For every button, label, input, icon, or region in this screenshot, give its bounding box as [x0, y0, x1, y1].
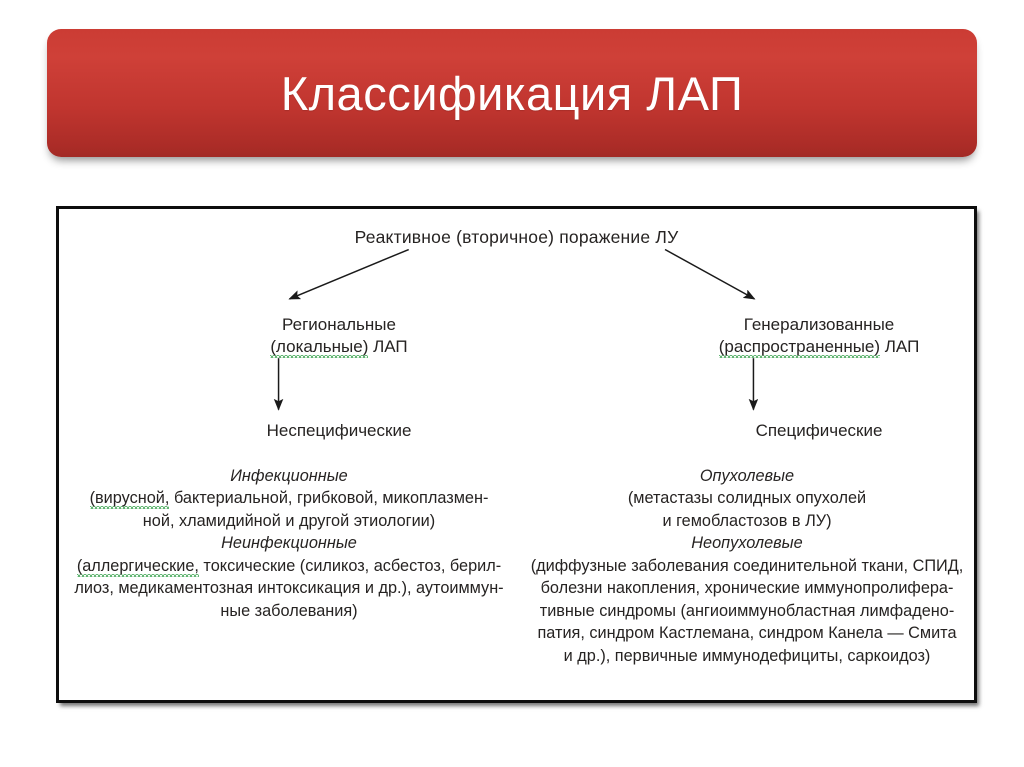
- group-heading-nontumor: Неопухолевые: [691, 534, 803, 553]
- group-line: ной, хламидийной и другой этиологии): [142, 511, 436, 530]
- node-generalized-line2: (распространенные) ЛАП: [669, 336, 969, 358]
- misspelled-word-virusnoy: (вирусной,: [89, 489, 170, 508]
- node-generalized-line2-rest: ЛАП: [880, 337, 920, 357]
- node-regional-lap: Региональные (локальные) ЛАП: [209, 314, 469, 358]
- group-line-text: бактериальной, грибковой, микоплазмен-: [169, 489, 489, 508]
- page-title: Классификация ЛАП: [280, 66, 744, 120]
- node-regional-line2-rest: ЛАП: [368, 337, 408, 357]
- group-line: патия, синдром Кастлемана, синдром Канел…: [537, 624, 957, 643]
- node-specific: Специфические: [669, 420, 969, 442]
- slide-title-banner: Классификация ЛАП: [47, 29, 977, 157]
- group-line: ные заболевания): [220, 601, 358, 620]
- node-nonspecific: Неспецифические: [209, 420, 469, 442]
- node-regional-line2: (локальные) ЛАП: [209, 336, 469, 358]
- detail-block-specific: Опухолевые (метастазы солидных опухолей …: [517, 465, 977, 667]
- misspelled-word-lokalnye: (локальные): [270, 337, 369, 357]
- group-line: лиоз, медикаментозная интоксикация и др.…: [74, 579, 504, 598]
- group-line: и др.), первичные иммунодефициты, саркои…: [563, 646, 931, 665]
- misspelled-word-rasprostranennye: (распространенные): [718, 337, 881, 357]
- classification-diagram: Реактивное (вторичное) поражение ЛУ Реги…: [56, 206, 977, 703]
- arrow-root-to-left: [288, 248, 409, 300]
- node-specific-label: Специфические: [755, 421, 883, 440]
- node-generalized-line1: Генерализованные: [743, 315, 895, 334]
- group-line: (диффузные заболевания соединительной тк…: [530, 556, 964, 575]
- node-root-label: Реактивное (вторичное) поражение ЛУ: [354, 227, 679, 247]
- group-heading-noninfectious: Неинфекционные: [221, 534, 357, 553]
- detail-block-nonspecific: Инфекционные (вирусной, бактериальной, г…: [63, 465, 515, 622]
- group-line: тивные синдромы (ангиоиммунобластная лим…: [539, 601, 955, 620]
- group-line: болезни накопления, хронические иммунопр…: [540, 579, 954, 598]
- group-heading-infectious: Инфекционные: [230, 467, 348, 485]
- group-line: (аллергические, токсические (силикоз, ас…: [63, 555, 515, 577]
- arrow-root-to-right: [664, 248, 756, 300]
- misspelled-word-allergicheskie: (аллергические,: [76, 556, 199, 575]
- node-root: Реактивное (вторичное) поражение ЛУ: [59, 226, 974, 249]
- node-generalized-lap: Генерализованные (распространенные) ЛАП: [669, 314, 969, 358]
- group-line: (метастазы солидных опухолей: [627, 489, 867, 508]
- group-line: и гемобластозов в ЛУ): [662, 511, 832, 530]
- diagram-connectors: [273, 248, 759, 411]
- node-regional-line1: Региональные: [282, 315, 396, 334]
- group-heading-tumor: Опухолевые: [699, 467, 795, 485]
- node-nonspecific-label: Неспецифические: [266, 421, 412, 440]
- group-line-text: токсические (силикоз, асбестоз, берил-: [198, 556, 502, 575]
- group-line: (вирусной, бактериальной, грибковой, мик…: [63, 487, 515, 509]
